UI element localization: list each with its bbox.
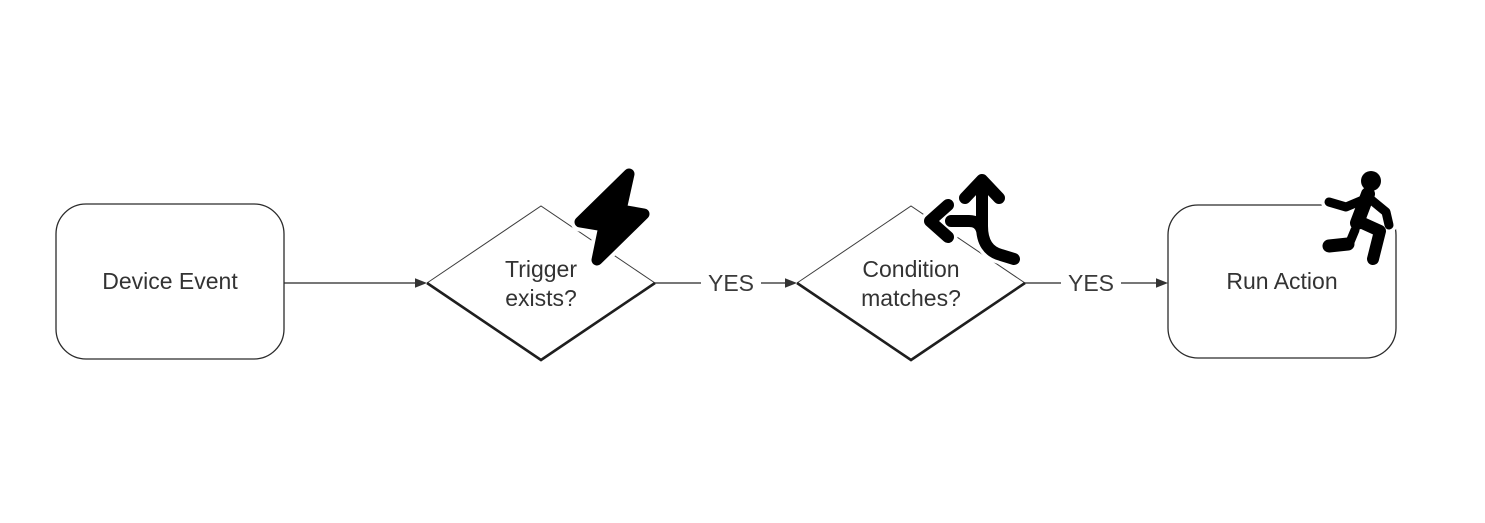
arrowhead-icon: [415, 278, 427, 288]
icon-glyph: [924, 174, 1020, 265]
arrowhead-icon: [785, 278, 797, 288]
connector-device-to-trigger: [284, 278, 427, 288]
diamond-bottom-edges: [426, 281, 656, 362]
running-person-icon: [1320, 167, 1397, 269]
lightning-bolt-icon: [570, 164, 654, 270]
connector-condition-to-run: [1025, 278, 1168, 288]
arrowhead-icon: [1156, 278, 1168, 288]
icon-glyph: [1322, 171, 1394, 265]
split-directions-icon: [920, 170, 1024, 269]
diamond-bottom-edges: [796, 281, 1026, 362]
icon-glyph: [574, 168, 650, 266]
node-device-event: [55, 203, 285, 360]
connector-trigger-to-condition: [655, 278, 797, 288]
